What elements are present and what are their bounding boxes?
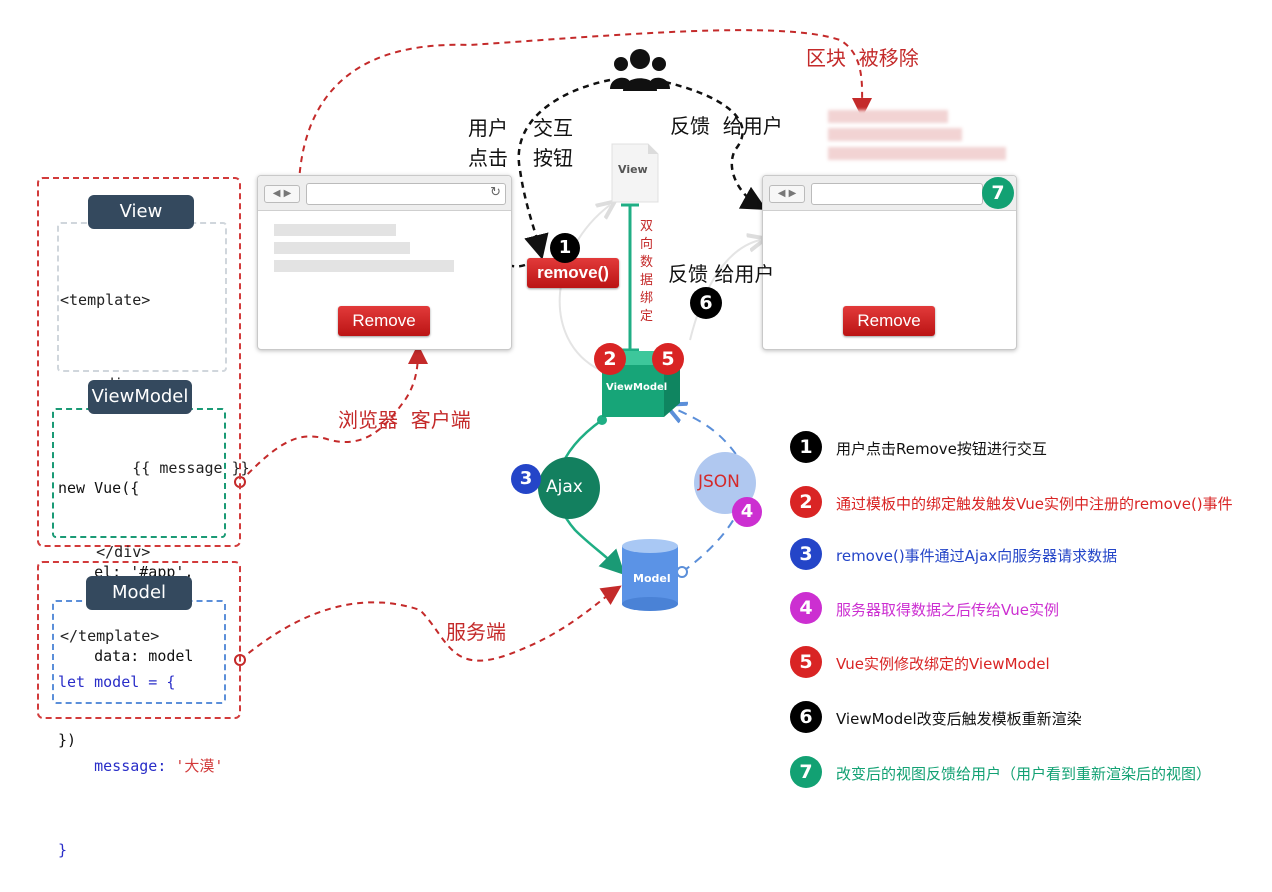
code-line: <template>: [60, 291, 151, 309]
connector-gray-arc-left: [558, 205, 610, 371]
reload-icon[interactable]: ↻: [490, 185, 501, 200]
view-viewmodel-panel: [37, 177, 241, 547]
back-forward-icon[interactable]: ◀ ▶: [264, 185, 300, 203]
code-line: message: '大漠': [58, 752, 223, 780]
legend-badge: 6: [790, 701, 822, 733]
removed-block-line: [828, 147, 1006, 160]
model-tag: Model: [86, 576, 192, 610]
removed-block-line: [828, 110, 948, 123]
remove-button[interactable]: Remove: [843, 306, 935, 336]
viewmodel-cube-label: ViewModel: [606, 382, 668, 393]
json-label: JSON: [698, 472, 740, 492]
two-way-binding-label: 双 向 数 据 绑 定: [640, 219, 654, 324]
user-click-label: 用户 点击: [468, 116, 508, 170]
code-line: {{ message }}: [60, 459, 250, 477]
step-3-badge: 3: [511, 464, 541, 494]
step-2-badge: 2: [594, 343, 626, 375]
connector-user-click: [517, 78, 611, 260]
model-panel: [37, 561, 241, 719]
connector-gray-arc-right: [689, 240, 760, 341]
remove-button[interactable]: Remove: [338, 306, 430, 336]
connector-server: [239, 585, 622, 662]
content-placeholder: [274, 260, 454, 272]
browser-left: ◀ ▶ ↻ Remove: [257, 175, 512, 350]
server-label: 服务端: [446, 620, 506, 644]
code-line: let model = {: [58, 673, 176, 691]
viewmodel-tag: ViewModel: [88, 380, 192, 414]
legend-text: 服务器取得数据之后传给Vue实例: [836, 601, 1059, 619]
ajax-node: [538, 457, 600, 519]
view-doc-label: View: [618, 163, 648, 176]
step-1-badge: 1: [550, 233, 580, 263]
legend-badge: 4: [790, 592, 822, 624]
model-code: let model = { message: '大漠' }: [58, 612, 223, 892]
remove-call-button[interactable]: remove(): [527, 258, 619, 288]
connector-feedback: [664, 80, 767, 210]
code-string: '大漠': [175, 757, 224, 775]
connector-block-removed: [297, 29, 873, 229]
legend-text: Vue实例修改绑定的ViewModel: [836, 655, 1050, 673]
code-line: }: [58, 841, 68, 859]
code-key: message:: [58, 757, 176, 775]
connector-client: [239, 344, 428, 483]
database-icon: [622, 539, 678, 611]
legend-badge: 2: [790, 486, 822, 518]
browser-right-toolbar: ◀ ▶: [763, 176, 1016, 211]
back-forward-icon[interactable]: ◀ ▶: [769, 185, 805, 203]
legend-text: remove()事件通过Ajax向服务器请求数据: [836, 547, 1118, 565]
users-icon: [610, 49, 670, 91]
legend-badge: 5: [790, 646, 822, 678]
client-label: 浏览器 客户端: [338, 408, 471, 432]
code-line: </div>: [60, 543, 151, 561]
document-icon: [611, 143, 659, 203]
legend-badge: 1: [790, 431, 822, 463]
feedback-user-label: 反馈 给用户: [670, 114, 783, 138]
block-removed-label: 区块 被移除: [806, 46, 919, 70]
step-4-badge: 4: [732, 497, 762, 527]
removed-block-line: [828, 128, 962, 141]
step-5-badge: 5: [652, 343, 684, 375]
browser-left-url[interactable]: ↻: [306, 183, 506, 205]
feedback-user-2-label: 反馈 给用户: [668, 262, 775, 286]
content-placeholder: [274, 224, 396, 236]
code-line: </template>: [60, 627, 160, 645]
code-line: }): [58, 731, 77, 749]
legend-text: 改变后的视图反馈给用户（用户看到重新渲染后的视图）: [836, 765, 1212, 783]
browser-left-toolbar: ◀ ▶ ↻: [258, 176, 511, 211]
legend-badge: 3: [790, 538, 822, 570]
legend-text: 通过模板中的绑定触发触发Vue实例中注册的remove()事件: [836, 495, 1233, 513]
code-line: data: model: [58, 647, 194, 665]
model-db-label: Model: [633, 572, 671, 585]
step-7-badge: 7: [982, 177, 1014, 209]
legend-text: 用户点击Remove按钮进行交互: [836, 440, 1047, 458]
content-placeholder: [274, 242, 410, 254]
legend-badge: 7: [790, 756, 822, 788]
view-tag: View: [88, 195, 194, 229]
browser-right-url[interactable]: [811, 183, 983, 205]
legend-text: ViewModel改变后触发模板重新渲染: [836, 710, 1082, 728]
code-line: new Vue({: [58, 479, 140, 497]
view-code: <template> <div> {{ message }} </div> </…: [60, 230, 250, 678]
interact-button-label: 交互 按钮: [533, 116, 573, 170]
browser-right: ◀ ▶ Remove: [762, 175, 1017, 350]
step-6-badge: 6: [690, 287, 722, 319]
ajax-label: Ajax: [546, 477, 583, 497]
